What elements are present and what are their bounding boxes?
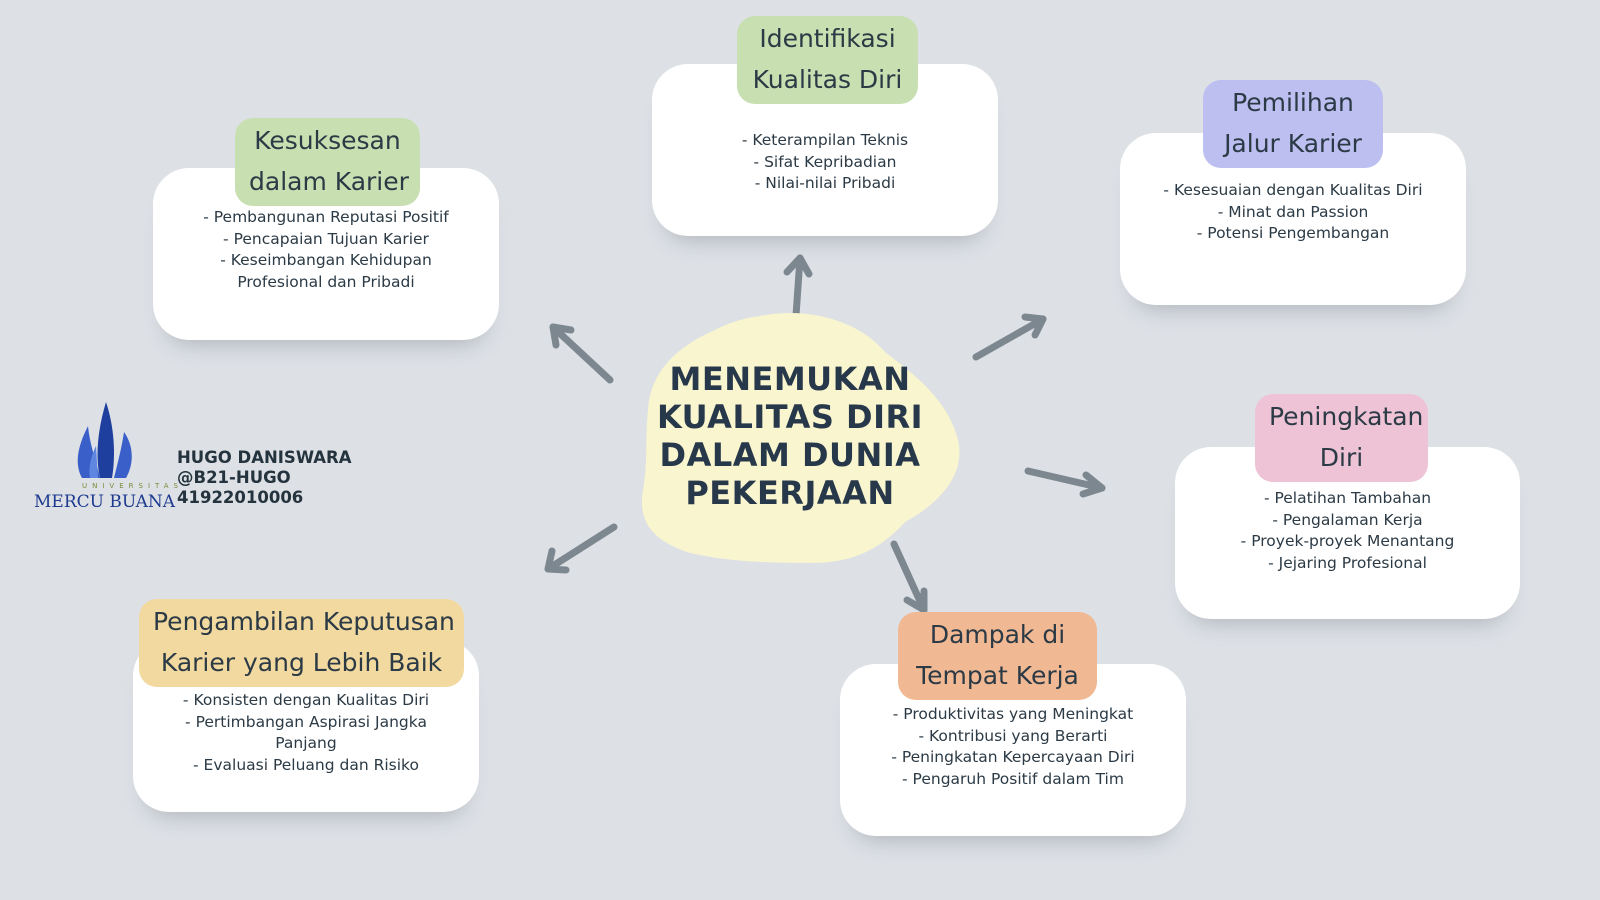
list-item: Panjang [275,734,337,752]
list-item: - Jejaring Profesional [1268,553,1427,572]
list-item: - Pelatihan Tambahan [1263,489,1432,507]
list-peningkatan: - Pelatihan Tambahan - Pengalaman Kerja … [1175,488,1520,574]
arrow-to-dampak [890,540,928,614]
logo-name: MERCU BUANA [34,492,176,512]
mercu-buana-flame-logo-icon [77,402,132,478]
list-item: - Pengalaman Kerja [1272,510,1423,529]
list-item: - Nilai-nilai Pribadi [754,174,896,192]
tag-dampak: Dampak di Tempat Kerja [898,612,1097,700]
arrow-to-peningkatan [1024,467,1106,498]
list-item: - Pembangunan Reputasi Positif [203,208,449,226]
list-item: - Pengaruh Positif dalam Tim [902,769,1124,788]
list-item: - Evaluasi Peluang dan Risiko [193,755,419,774]
list-item: - Sifat Kepribadian [753,152,897,171]
list-item: - Proyek-proyek Menantang [1240,532,1455,550]
arrow-to-pengambilan [544,523,618,574]
list-dampak: - Produktivitas yang Meningkat - Kontrib… [840,704,1186,790]
list-item: - Kesesuaian dengan Kualitas Diri [1163,181,1423,199]
center-title: MENEMUKAN KUALITAS DIRI DALAM DUNIA PEKE… [656,360,924,512]
list-item: - Kontribusi yang Berarti [918,726,1108,745]
list-item: - Pencapaian Tujuan Karier [223,229,429,248]
list-item: Profesional dan Pribadi [237,272,415,291]
arrow-to-kesuksesan [549,323,614,384]
list-item: - Produktivitas yang Meningkat [892,705,1134,723]
list-item: - Konsisten dengan Kualitas Diri [182,691,430,709]
list-item: - Potensi Pengembangan [1196,224,1390,242]
tag-pemilihan: Pemilihan Jalur Karier [1203,80,1383,168]
list-kesuksesan: - Pembangunan Reputasi Positif - Pencapa… [153,207,499,293]
author-handle: @B21-HUGO [177,468,291,487]
author-id: 41922010006 [177,488,304,507]
tag-identifikasi: Identifikasi Kualitas Diri [737,16,918,104]
list-identifikasi: - Keterampilan Teknis - Sifat Kepribadia… [652,130,998,195]
logo-university-label: UNIVERSITAS [82,482,183,490]
center-blob [641,313,960,563]
list-pemilihan: - Kesesuaian dengan Kualitas Diri - Mina… [1120,180,1466,245]
list-pengambilan: - Konsisten dengan Kualitas Diri - Perti… [133,690,479,776]
list-item: - Pertimbangan Aspirasi Jangka [185,712,427,731]
list-item: - Peningkatan Kepercayaan Diri [891,748,1135,766]
tag-pengambilan: Pengambilan Keputusan Karier yang Lebih … [139,599,464,687]
tag-kesuksesan: Kesuksesan dalam Karier [235,118,420,206]
arrow-to-pemilihan [972,313,1047,361]
list-item: - Keseimbangan Kehidupan [220,251,432,269]
list-item: - Minat dan Passion [1217,202,1369,221]
list-item: - Keterampilan Teknis [741,131,909,149]
tag-peningkatan: Peningkatan Diri [1255,394,1428,482]
author-name: HUGO DANISWARA [177,448,352,467]
author-info: HUGO DANISWARA @B21-HUGO 41922010006 [177,448,352,508]
